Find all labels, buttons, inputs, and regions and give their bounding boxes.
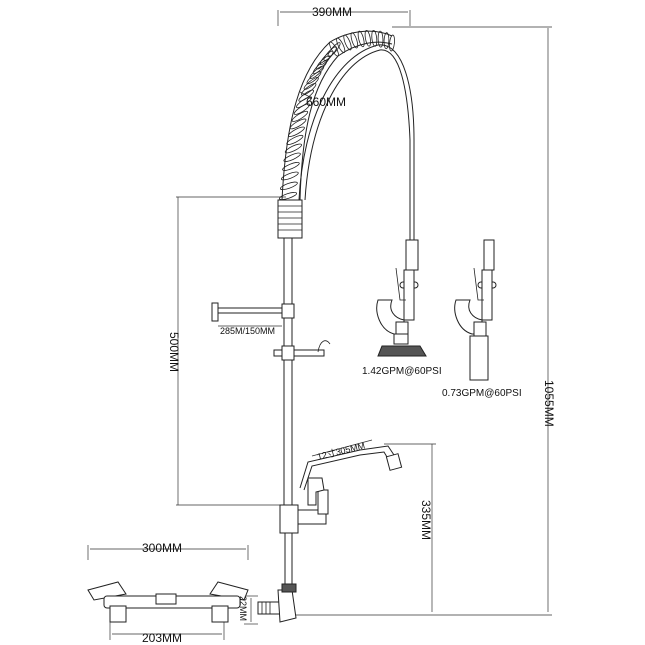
spring-coil xyxy=(279,181,298,190)
dim-hose-length: 660MM xyxy=(306,95,346,109)
spring-coil xyxy=(357,30,365,48)
dim-spout-height: 335MM xyxy=(419,500,433,540)
spring-coil xyxy=(279,192,297,200)
spring-coil xyxy=(291,110,309,122)
dim-shelf-arm: 285M/150MM xyxy=(220,326,275,336)
spring-coil xyxy=(383,32,390,50)
spring-coil xyxy=(336,37,346,54)
spring-coil xyxy=(284,143,303,154)
riser-pole xyxy=(283,234,293,591)
spring-coil xyxy=(303,77,319,90)
spray-valve-low-flow xyxy=(454,239,497,381)
spring-coil xyxy=(288,126,305,137)
dim-inlet-size: 22MM xyxy=(238,596,248,621)
dim-base-width: 300MM xyxy=(142,541,182,555)
spring-coil xyxy=(343,34,352,51)
spring-coil xyxy=(283,152,301,162)
spring-coil xyxy=(286,134,304,145)
spring-coil xyxy=(377,30,384,48)
spring-coil xyxy=(329,41,339,57)
dim-top-width: 390MM xyxy=(312,5,352,19)
spring-coil xyxy=(280,171,299,181)
dimension-lines xyxy=(87,10,552,640)
spring-coil xyxy=(327,42,341,58)
shelf-bracket xyxy=(211,302,295,322)
spring-coil xyxy=(298,89,315,102)
hook-holder xyxy=(273,340,331,361)
dim-riser-height: 500MM xyxy=(167,332,181,372)
spring-coil xyxy=(309,65,325,79)
dim-base-centers: 203MM xyxy=(142,631,182,645)
spray-valve-high-flow xyxy=(376,239,427,357)
spring-coil xyxy=(282,161,300,171)
dim-total-height: 1055MM xyxy=(542,380,556,427)
pot-filler-spout xyxy=(279,445,403,534)
wall-mount-base xyxy=(87,581,297,623)
spring-coil xyxy=(371,29,378,47)
spring-coil xyxy=(296,96,312,109)
spring-coil xyxy=(300,83,317,96)
spray-valve-high-flow-label: 1.42GPM@60PSI xyxy=(362,366,442,377)
spray-hose xyxy=(304,49,411,240)
spring-coil xyxy=(364,29,371,47)
spring-coil xyxy=(289,118,307,130)
coil-spring xyxy=(277,29,395,239)
spring-coil xyxy=(350,32,359,49)
spring-coil xyxy=(389,34,395,52)
dim-spout-length: 12寸305MM xyxy=(316,439,366,462)
spray-valve-low-flow-label: 0.73GPM@60PSI xyxy=(442,388,522,399)
